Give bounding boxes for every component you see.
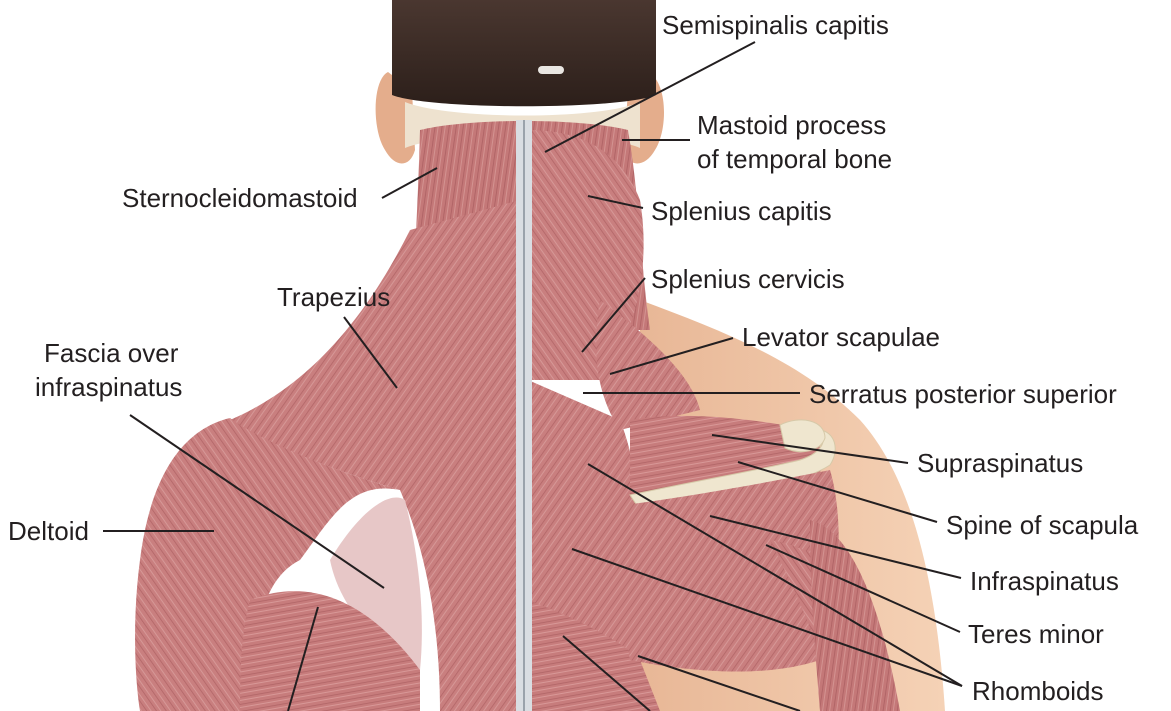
label-infraspinatus: Infraspinatus [970, 566, 1119, 596]
label-supraspinatus: Supraspinatus [917, 448, 1083, 478]
right-acromion [780, 420, 825, 452]
hair-clip [538, 66, 564, 74]
label-fascia-line2: infraspinatus [35, 372, 182, 402]
label-sternocleidomastoid: Sternocleidomastoid [122, 183, 358, 213]
label-levator-scapulae: Levator scapulae [742, 322, 940, 352]
label-teres-minor: Teres minor [968, 619, 1104, 649]
label-rhomboids: Rhomboids [972, 676, 1104, 706]
label-serratus-posterior-superior: Serratus posterior superior [809, 379, 1117, 409]
label-mastoid-line2: of temporal bone [697, 144, 892, 174]
label-fascia-line1: Fascia over [44, 338, 179, 368]
hair [392, 0, 656, 106]
label-spine-of-scapula: Spine of scapula [946, 510, 1139, 540]
label-deltoid: Deltoid [8, 516, 89, 546]
label-splenius-cervicis: Splenius cervicis [651, 264, 845, 294]
label-mastoid-line1: Mastoid process [697, 110, 886, 140]
label-splenius-capitis: Splenius capitis [651, 196, 832, 226]
label-trapezius: Trapezius [277, 282, 390, 312]
label-semispinalis-capitis: Semispinalis capitis [662, 10, 889, 40]
